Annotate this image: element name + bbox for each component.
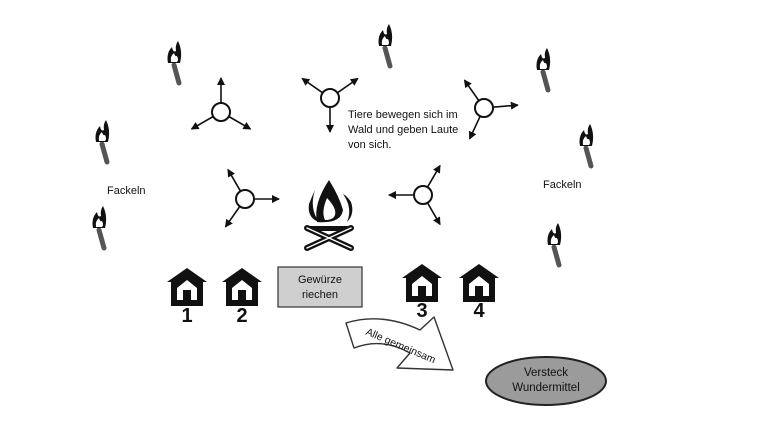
torch-icon bbox=[93, 206, 107, 248]
house-number-4: 4 bbox=[473, 300, 485, 322]
animal-circle bbox=[413, 185, 433, 205]
animal-circle bbox=[235, 189, 255, 209]
animal-movement-icon bbox=[301, 77, 359, 133]
together-arrow bbox=[345, 316, 454, 371]
movement-arrow bbox=[227, 168, 242, 192]
house-number-3: 3 bbox=[416, 300, 428, 322]
torch-icon bbox=[168, 41, 182, 83]
house-icon bbox=[402, 264, 442, 302]
animal-movement-icons bbox=[190, 77, 519, 228]
animal-circle bbox=[211, 102, 231, 122]
movement-arrow bbox=[426, 202, 441, 226]
torch-icon bbox=[537, 48, 551, 90]
animals-text: Tiere bewegen sich im Wald und geben Lau… bbox=[348, 109, 459, 151]
house-icon bbox=[459, 264, 499, 302]
house-icon bbox=[167, 268, 207, 306]
torch-icon bbox=[548, 223, 562, 265]
movement-arrow bbox=[190, 115, 214, 130]
animal-movement-icon bbox=[388, 164, 441, 226]
movement-arrow bbox=[492, 101, 519, 110]
animal-movement-icon bbox=[463, 79, 519, 140]
movement-arrow bbox=[468, 115, 481, 140]
animal-circle bbox=[474, 98, 494, 118]
animal-movement-icon bbox=[224, 168, 280, 228]
house-number-1: 1 bbox=[181, 305, 193, 327]
house-number-2: 2 bbox=[236, 305, 248, 327]
movement-arrow bbox=[426, 164, 441, 188]
torch-icon bbox=[96, 120, 110, 162]
animal-movement-icon bbox=[190, 77, 252, 130]
torch-icon bbox=[580, 124, 594, 166]
movement-arrow bbox=[228, 115, 252, 130]
spices-box-label: Gewürze riechen bbox=[297, 274, 343, 301]
hideout-ellipse bbox=[485, 356, 607, 406]
torch-icon bbox=[379, 24, 393, 66]
movement-arrow bbox=[224, 205, 241, 228]
spices-box bbox=[277, 266, 363, 308]
movement-arrow bbox=[301, 77, 324, 94]
torches-label-right: Fackeln bbox=[543, 179, 582, 191]
house-icon bbox=[222, 268, 262, 306]
hideout-label: Versteck Wundermittel bbox=[512, 367, 580, 394]
campfire-icon bbox=[304, 180, 354, 251]
animal-circle bbox=[320, 88, 340, 108]
movement-arrow bbox=[336, 77, 359, 94]
movement-arrow bbox=[463, 79, 480, 102]
torches-label-left: Fackeln bbox=[107, 185, 146, 197]
